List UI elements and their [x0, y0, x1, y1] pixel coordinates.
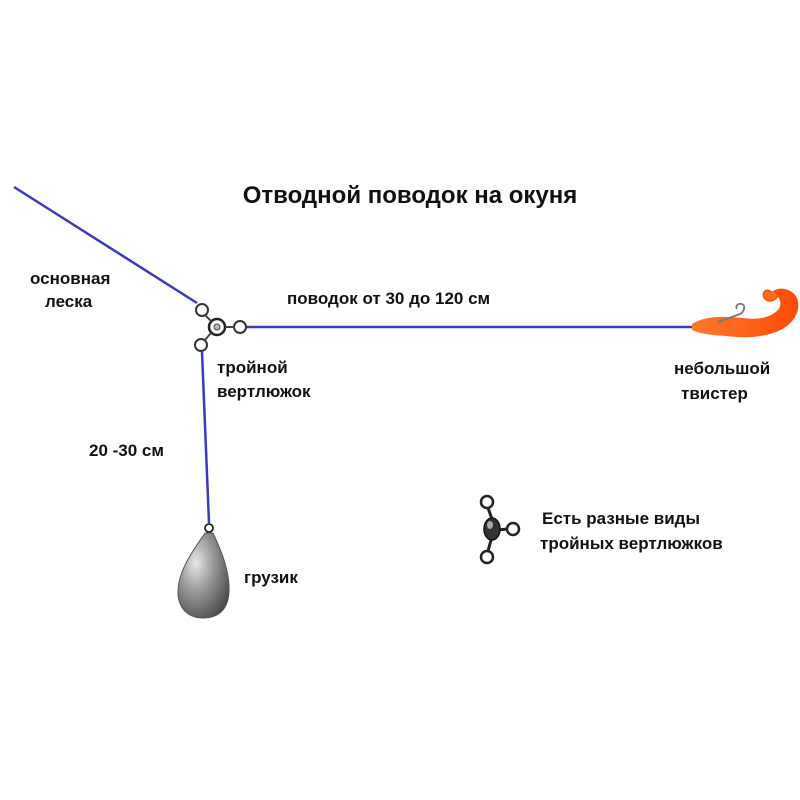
swivel-label: тройной — [217, 358, 288, 377]
twister-label: небольшой — [674, 359, 770, 378]
sinker-body — [177, 532, 230, 619]
twister-body — [692, 288, 799, 338]
three-way-swivel — [194, 303, 247, 352]
leader-length-label: поводок от 30 до 120 см — [287, 289, 490, 308]
main-line-label: основная — [30, 269, 110, 288]
drop-line — [200, 351, 211, 524]
twister-label: твистер — [681, 384, 748, 403]
swivel-ring-top — [195, 303, 209, 317]
swivel-types-note: Есть разные виды — [542, 509, 700, 528]
sinker — [177, 523, 230, 619]
sinker-eye — [204, 523, 214, 533]
swivel-ring-right — [233, 320, 247, 334]
drop-length-label: 20 -30 см — [89, 441, 164, 460]
main-line-label: леска — [45, 292, 93, 311]
main-line — [13, 185, 198, 305]
hook-icon — [717, 302, 746, 323]
sinker-label: грузик — [244, 568, 298, 587]
swivel-ring-bottom — [194, 338, 208, 352]
twister-tail — [762, 289, 779, 302]
diagram-title: Отводной поводок на окуня — [243, 182, 578, 209]
twister-lure — [692, 288, 799, 338]
swivel-label: вертлюжок — [217, 382, 311, 401]
swivel-types-note: тройных вертлюжков — [540, 534, 723, 553]
swivel-sample-icon — [479, 494, 521, 565]
